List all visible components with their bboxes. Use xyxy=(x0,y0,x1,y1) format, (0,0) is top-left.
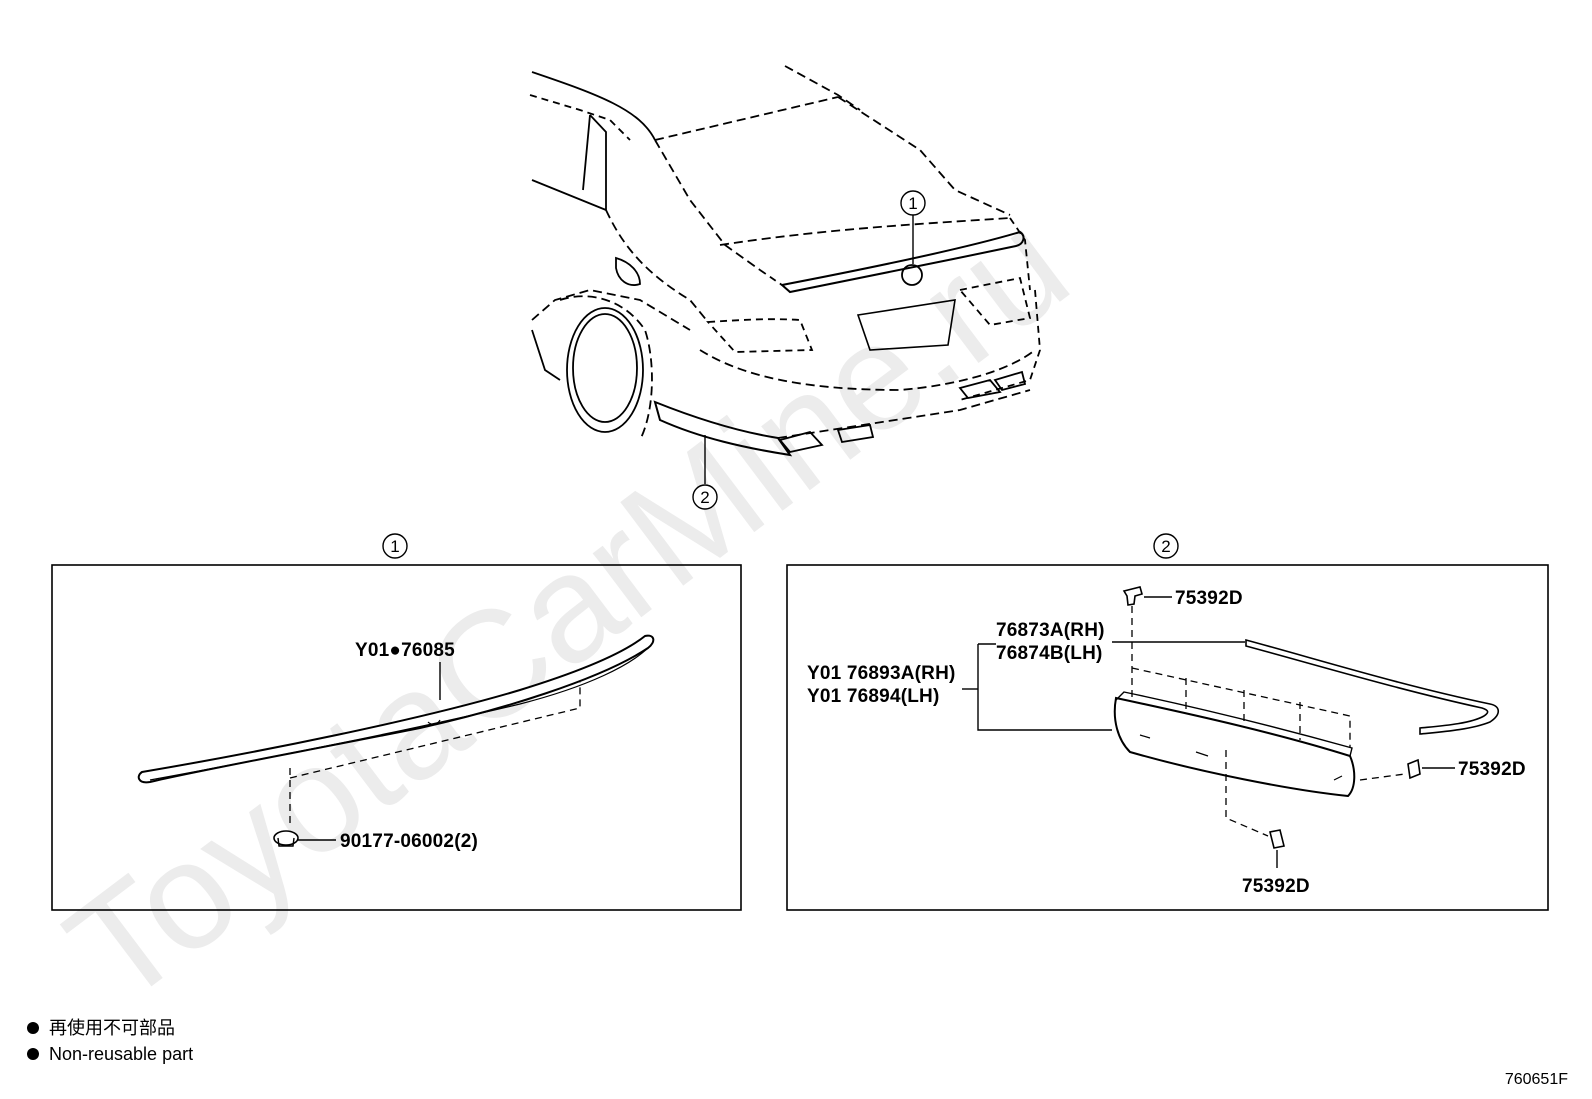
clip-right-label: 75392D xyxy=(1458,759,1526,780)
spoiler-part-label: Y01●76085 xyxy=(355,640,455,661)
bumper-spoiler-part xyxy=(1113,667,1356,798)
clip-75392d-bottom xyxy=(1225,750,1285,868)
legend: 再使用不可部品 Non-reusable part xyxy=(27,1015,193,1067)
legend-row-jp: 再使用不可部品 xyxy=(27,1015,193,1041)
clip-90177 xyxy=(273,830,336,847)
moulding-part xyxy=(1112,638,1500,735)
svg-text:2: 2 xyxy=(700,488,709,507)
clip-75392d-top xyxy=(1122,586,1172,606)
svg-text:2: 2 xyxy=(1161,537,1170,556)
clip-top-label: 75392D xyxy=(1175,588,1243,609)
clip-part-label: 90177-06002(2) xyxy=(340,831,478,852)
svg-text:1: 1 xyxy=(908,194,917,213)
legend-row-en: Non-reusable part xyxy=(27,1041,193,1067)
panel-2-title: 2 xyxy=(1153,533,1179,559)
legend-jp-text: 再使用不可部品 xyxy=(49,1018,175,1038)
overview-callout-1: 1 xyxy=(900,190,926,264)
clip-75392d-right xyxy=(1359,758,1455,781)
moulding-lh-label: 76874B(LH) xyxy=(996,643,1103,664)
panel-1: 1 Y01●76085 90177-06002(2) xyxy=(51,533,742,911)
watermark: ToyotaCarMine.ru xyxy=(38,179,1098,1037)
moulding-rh-label: 76873A(RH) xyxy=(996,620,1105,641)
panel-1-title: 1 xyxy=(382,533,408,559)
legend-en-text: Non-reusable part xyxy=(49,1044,194,1064)
clip-bottom-label: 75392D xyxy=(1242,876,1310,897)
vehicle-overview xyxy=(529,65,1041,457)
spoiler-rh-label: Y01 76893A(RH) xyxy=(807,663,956,684)
figure-number: 760651F xyxy=(1504,1071,1568,1088)
panel-2: 2 75392D 76873A(RH) 76874B(LH) Y01 76893… xyxy=(786,533,1549,911)
overview-callout-2: 2 xyxy=(692,435,718,510)
non-reusable-dot-icon xyxy=(27,1048,39,1060)
non-reusable-dot-icon xyxy=(27,1022,39,1034)
svg-text:1: 1 xyxy=(390,537,399,556)
spoiler-lh-label: Y01 76894(LH) xyxy=(807,686,940,707)
